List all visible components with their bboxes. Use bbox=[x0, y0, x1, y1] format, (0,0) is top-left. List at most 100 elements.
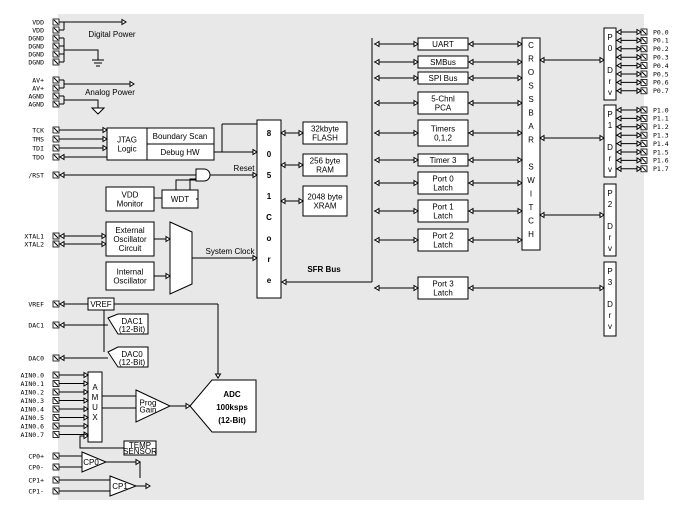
temp-sensor-label: TEMP bbox=[129, 441, 151, 450]
arrowhead bbox=[374, 207, 380, 215]
port-driver-0 bbox=[603, 27, 617, 101]
clock-mux bbox=[169, 221, 193, 295]
arrowhead bbox=[413, 179, 419, 187]
pin-ain-1-label: AIN0.1 bbox=[21, 380, 45, 388]
pin-power-1-pad-x bbox=[53, 27, 59, 33]
crossbar-label: R bbox=[528, 136, 534, 145]
port-driver-label-3: P bbox=[607, 267, 612, 276]
pin-jtag-3-pad-x bbox=[53, 154, 59, 160]
arrowhead bbox=[599, 134, 605, 142]
pin-jtag-0-pad-x bbox=[53, 127, 59, 133]
peripheral-label-9: Port 3 bbox=[432, 280, 454, 289]
pin-xtal2-label: XTAL2 bbox=[24, 240, 44, 248]
pin-ain-1-pad-x bbox=[53, 381, 59, 386]
core-label: C bbox=[266, 213, 272, 222]
arrowhead bbox=[102, 135, 108, 143]
temp-sensor-label: SENSOR bbox=[123, 447, 157, 456]
port-driver-1 bbox=[603, 104, 617, 178]
arrowhead bbox=[636, 36, 642, 44]
pin-ain-6-pad-x bbox=[53, 423, 59, 429]
pin-apower-1-label: AV+ bbox=[32, 84, 44, 92]
adc-label: 100ksps bbox=[216, 403, 248, 412]
port-driver-label-1: P bbox=[607, 110, 612, 119]
arrowhead bbox=[83, 371, 89, 379]
pin-apower-2-pad-x bbox=[53, 93, 59, 99]
pin-dac0-pad-x bbox=[53, 355, 59, 361]
adc-box bbox=[189, 379, 257, 433]
port-driver-label-1: 1 bbox=[608, 121, 613, 130]
pin-cp1p-pad-x bbox=[53, 477, 59, 483]
dac1-label: DAC1 bbox=[121, 317, 143, 326]
ram-label: 256 byte bbox=[310, 157, 341, 166]
pin-p1-3-pad-x bbox=[641, 132, 647, 138]
arrowhead bbox=[636, 106, 642, 114]
pin-p0-2-label: P0.2 bbox=[653, 45, 669, 53]
amux-label: X bbox=[92, 413, 98, 422]
arrowhead bbox=[252, 148, 258, 156]
port-driver-label-0: P bbox=[607, 33, 612, 42]
arrowhead bbox=[374, 40, 380, 48]
prog-gain-label: Gain bbox=[140, 406, 157, 415]
core-label: 5 bbox=[267, 171, 272, 180]
arrowhead bbox=[83, 432, 89, 440]
pin-ain-2-pad-x bbox=[53, 389, 59, 395]
pin-power-3-pad-x bbox=[53, 43, 59, 49]
pin-rst-pad-x bbox=[53, 172, 59, 178]
crossbar-label: A bbox=[528, 122, 534, 131]
amux-label: U bbox=[92, 403, 98, 412]
arrowhead bbox=[616, 165, 622, 173]
external-osc-box bbox=[105, 221, 155, 257]
wdt-to-gate bbox=[175, 179, 196, 190]
pin-ain-6-label: AIN0.6 bbox=[21, 422, 45, 430]
arrowhead bbox=[616, 123, 622, 131]
pin-cp0n-label: CP0- bbox=[28, 463, 44, 471]
arrowhead bbox=[102, 144, 108, 152]
crossbar-label: R bbox=[528, 55, 534, 64]
pin-p0-1-label: P0.1 bbox=[653, 37, 669, 45]
pin-p1-5-pad-x bbox=[641, 149, 647, 155]
analog-power-label: Analog Power bbox=[85, 88, 135, 97]
internal-osc-label: Oscillator bbox=[113, 277, 147, 286]
pin-p0-6-pad-x bbox=[641, 80, 647, 85]
jtag-logic-box bbox=[106, 127, 148, 161]
pin-p0-0-pad-x bbox=[641, 29, 647, 35]
arrowhead bbox=[517, 58, 523, 66]
arrowhead bbox=[83, 388, 89, 396]
arrowhead bbox=[468, 129, 474, 137]
vdd-monitor-label: VDD bbox=[122, 191, 139, 200]
flash-label: FLASH bbox=[312, 134, 338, 143]
xram-label: 2048 byte bbox=[307, 193, 343, 202]
arrowhead bbox=[374, 284, 380, 292]
peripheral-label-0: UART bbox=[432, 40, 454, 49]
arrowhead bbox=[59, 300, 65, 308]
arrowhead bbox=[252, 171, 258, 179]
arrowhead bbox=[636, 53, 642, 61]
agnd-symbol bbox=[90, 107, 106, 115]
arrowhead bbox=[165, 235, 171, 243]
peripheral-label-1: SMBus bbox=[430, 58, 456, 67]
external-osc-label: Circuit bbox=[119, 244, 142, 253]
port-driver-label-2: D bbox=[607, 222, 613, 231]
arrowhead bbox=[145, 482, 151, 490]
pin-jtag-2-label: TDI bbox=[32, 144, 44, 152]
port-driver-label-0: v bbox=[608, 88, 612, 97]
arrowhead bbox=[298, 129, 304, 137]
pin-ain-3-pad-x bbox=[53, 398, 59, 403]
arrowhead bbox=[636, 78, 642, 86]
pin-ain-2-label: AIN0.2 bbox=[21, 388, 45, 396]
arrowhead bbox=[252, 254, 258, 262]
pin-ain-4-label: AIN0.4 bbox=[21, 405, 45, 413]
vdd-arrow bbox=[121, 18, 127, 26]
pin-apower-0-pad-x bbox=[53, 77, 59, 83]
arrowhead bbox=[517, 74, 523, 82]
pin-ain-0-label: AIN0.0 bbox=[21, 371, 45, 379]
dgnd-wire bbox=[64, 49, 99, 60]
peripheral-label-8: Latch bbox=[433, 241, 453, 250]
pin-p1-2-pad-x bbox=[641, 124, 647, 130]
internal-osc-label: Internal bbox=[117, 268, 144, 277]
arrowhead bbox=[59, 232, 65, 240]
core-label: 0 bbox=[267, 150, 272, 159]
port-driver-2 bbox=[603, 183, 617, 257]
port-driver-3 bbox=[603, 261, 617, 337]
arrowhead bbox=[101, 240, 107, 248]
